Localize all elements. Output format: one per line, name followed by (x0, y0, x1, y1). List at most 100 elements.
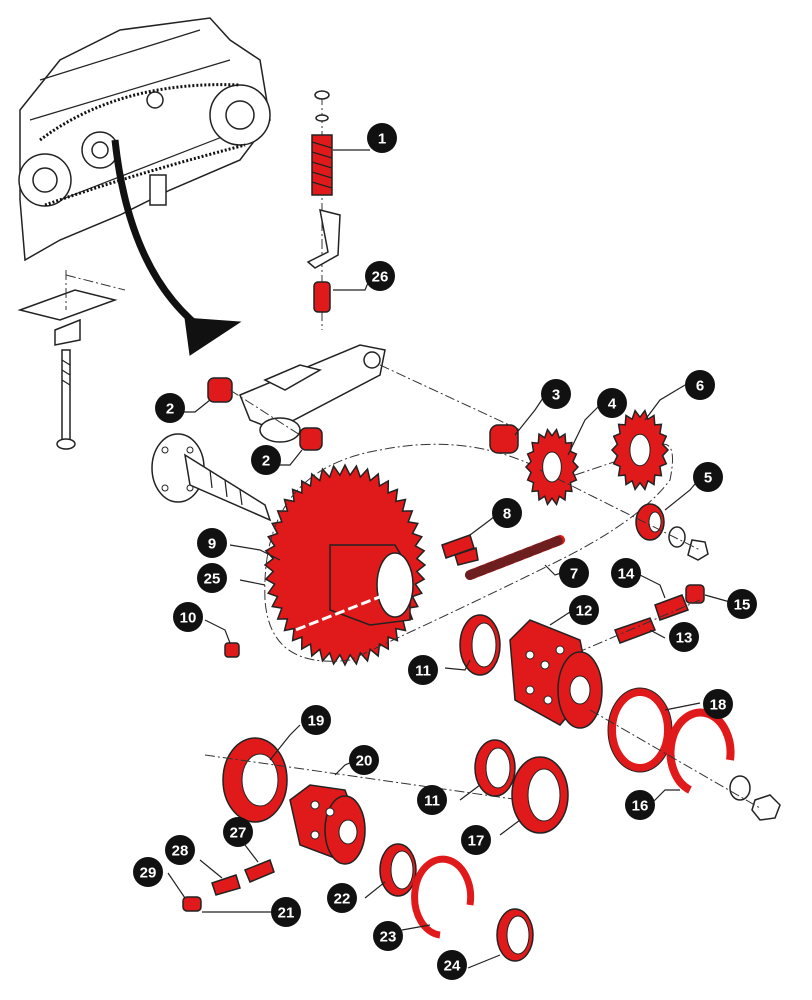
hex-bolt (224, 642, 240, 658)
tensioner-arm (207, 344, 521, 451)
callout-number: 24 (444, 958, 461, 975)
callout-c6: 6 (685, 370, 715, 400)
callout-c4: 4 (597, 388, 627, 418)
callout-c24: 24 (437, 950, 467, 980)
callout-number: 23 (380, 929, 397, 946)
callout-c8: 8 (492, 498, 522, 528)
callout-c3: 3 (541, 379, 571, 409)
callout-badge (685, 370, 715, 400)
spring-assembly (306, 90, 341, 330)
callout-badge (437, 950, 467, 980)
callout-number: 17 (468, 833, 485, 850)
callout-number: 29 (140, 865, 157, 882)
leader-lines (167, 149, 731, 969)
callout-number: 28 (172, 843, 189, 860)
callout-number: 2 (262, 453, 270, 470)
callout-number: 9 (208, 536, 216, 553)
callout-badge (611, 558, 641, 588)
callout-badge (197, 563, 227, 593)
callout-c26: 26 (365, 261, 395, 291)
callout-c15: 15 (727, 589, 757, 619)
lower-rings (474, 739, 569, 834)
callout-c19: 19 (301, 705, 331, 735)
callout-badge (727, 589, 757, 619)
callout-number: 22 (334, 891, 351, 908)
callout-c7: 7 (559, 558, 589, 588)
callout-c18: 18 (703, 689, 733, 719)
callout-c11b: 11 (417, 785, 447, 815)
callout-c12: 12 (569, 595, 599, 625)
callout-number: 20 (356, 753, 373, 770)
callout-number: 11 (424, 793, 440, 810)
callout-badge (492, 498, 522, 528)
flanged-shaft (151, 433, 272, 522)
callout-c2b: 2 (251, 445, 281, 475)
hub-assembly (459, 614, 603, 729)
small-springs (559, 584, 705, 661)
callout-number: 2 (166, 401, 174, 418)
large-sprocket (263, 443, 673, 667)
callout-c21: 21 (271, 897, 301, 927)
callout-number: 14 (618, 566, 635, 583)
callout-badge (173, 602, 203, 632)
callout-badge (597, 388, 627, 418)
snap-rings (589, 687, 781, 821)
callout-badge (223, 817, 253, 847)
callout-c5: 5 (693, 462, 723, 492)
callout-number: 6 (696, 378, 704, 395)
callout-c23: 23 (373, 921, 403, 951)
lower-snap-rings (379, 843, 534, 962)
small-sprockets (489, 409, 709, 561)
callout-c1: 1 (367, 123, 397, 153)
callout-c27: 27 (223, 817, 253, 847)
callout-badge (165, 835, 195, 865)
callout-c14: 14 (611, 558, 641, 588)
roller-chain (441, 534, 565, 580)
callout-c20: 20 (349, 745, 379, 775)
callout-badge (155, 393, 185, 423)
callout-badge (373, 921, 403, 951)
callout-c10: 10 (173, 602, 203, 632)
callout-badge (367, 123, 397, 153)
callout-c13: 13 (669, 622, 699, 652)
callout-number: 11 (415, 663, 431, 680)
callout-badge (251, 445, 281, 475)
callout-badge (559, 558, 589, 588)
callout-c2a: 2 (155, 393, 185, 423)
machine-overview-sketch (18, 17, 271, 262)
callout-number: 4 (608, 396, 617, 413)
callout-badge (365, 261, 395, 291)
callout-number: 8 (503, 506, 511, 523)
callout-number: 12 (576, 603, 593, 620)
callout-number: 16 (632, 798, 649, 815)
callout-badge (461, 825, 491, 855)
callout-number: 15 (734, 597, 751, 614)
callout-badge (693, 462, 723, 492)
callout-badge (703, 689, 733, 719)
callout-badge (349, 745, 379, 775)
callout-c16: 16 (625, 790, 655, 820)
callout-c22: 22 (327, 883, 357, 913)
lower-springs (182, 859, 275, 912)
callout-badge (417, 785, 447, 815)
callout-number: 3 (552, 387, 560, 404)
callout-badge (408, 655, 438, 685)
callout-number: 1 (378, 131, 386, 148)
callout-number: 7 (570, 566, 578, 583)
callout-c25: 25 (197, 563, 227, 593)
callout-number: 13 (676, 630, 693, 647)
callout-badge (133, 857, 163, 887)
callout-badge (301, 705, 331, 735)
callout-number: 10 (180, 610, 197, 627)
callout-badge (327, 883, 357, 913)
callout-badge (541, 379, 571, 409)
callout-c17: 17 (461, 825, 491, 855)
callout-number: 5 (704, 470, 712, 487)
bolt-and-plate (17, 270, 126, 450)
callout-number: 21 (278, 905, 295, 922)
callout-badge (625, 790, 655, 820)
callout-number: 25 (204, 571, 221, 588)
callout-c29: 29 (133, 857, 163, 887)
